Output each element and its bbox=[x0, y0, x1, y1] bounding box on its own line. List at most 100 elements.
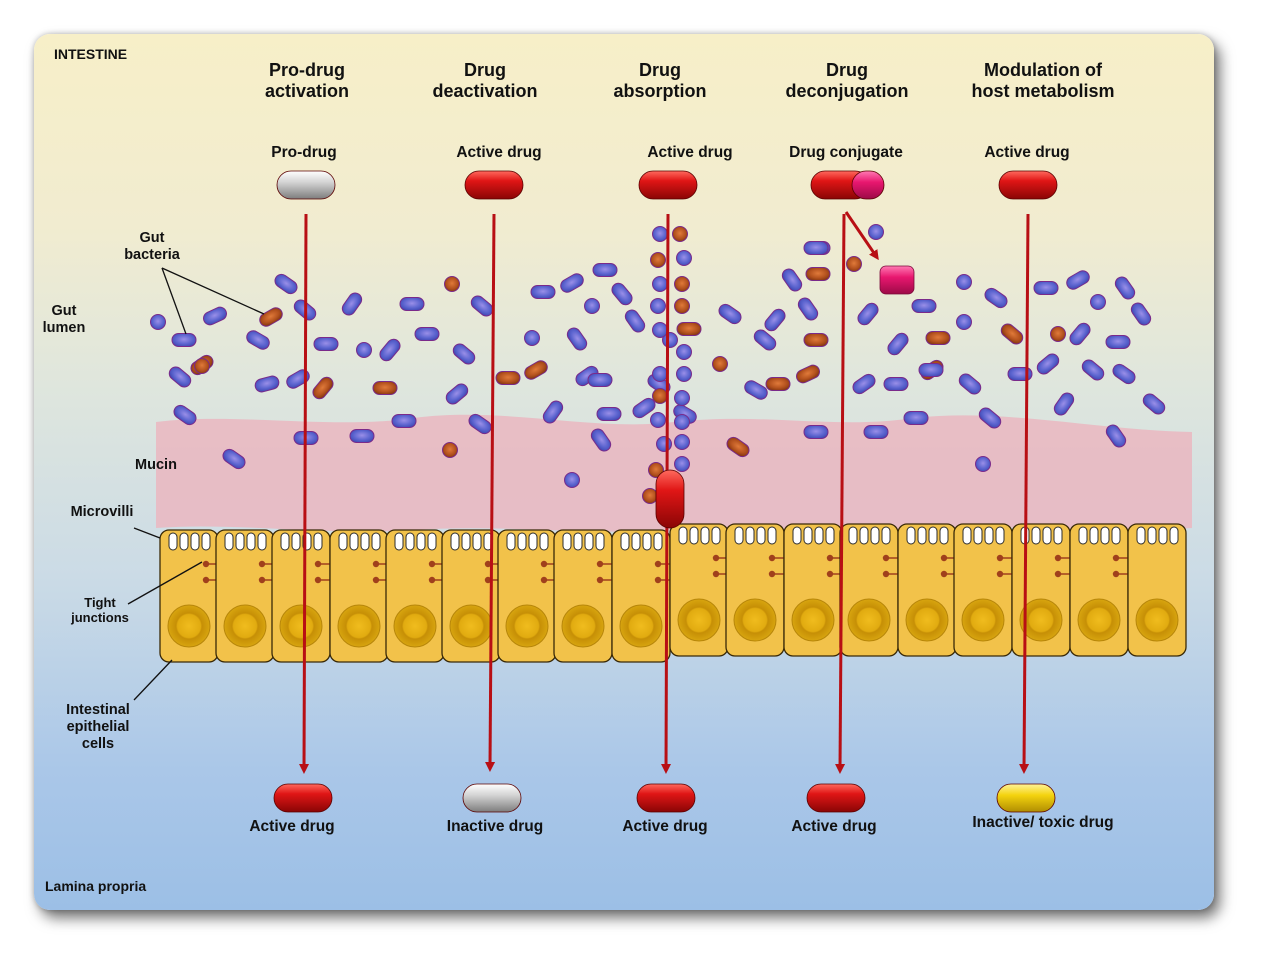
tight-junction-dot bbox=[596, 576, 604, 584]
bacterium-coccus bbox=[674, 414, 690, 430]
drug-pills-layer bbox=[273, 170, 1058, 813]
lamina-propria-label: Lamina propria bbox=[45, 878, 147, 894]
microvillus bbox=[917, 526, 927, 545]
bacterium-coccus bbox=[444, 276, 460, 292]
bacterium-rod bbox=[349, 429, 375, 443]
microvillus bbox=[620, 532, 630, 551]
bacterium-coccus bbox=[712, 356, 728, 372]
microvillus bbox=[168, 532, 178, 551]
tight-junction-dot bbox=[484, 576, 492, 584]
bacterium-coccus bbox=[442, 442, 458, 458]
gut-bacteria-label: Gut bacteria bbox=[124, 230, 180, 264]
microvillus bbox=[803, 526, 813, 545]
bacterium-rod bbox=[542, 400, 564, 424]
microvillus bbox=[1053, 526, 1063, 545]
microvillus bbox=[906, 526, 916, 545]
bacterium-rod bbox=[470, 295, 494, 317]
bacterium-coccus bbox=[975, 456, 991, 472]
microvillus bbox=[1169, 526, 1179, 545]
epithelial-cell bbox=[1127, 523, 1187, 657]
epithelial-cell bbox=[953, 523, 1028, 657]
microvillus bbox=[711, 526, 721, 545]
bacterium-rod bbox=[624, 309, 646, 333]
tight-junction-dot bbox=[996, 570, 1004, 578]
bacterium-rod bbox=[468, 413, 492, 435]
epithelial-cell bbox=[385, 529, 460, 663]
bacterium-rod bbox=[171, 333, 197, 347]
bacterium-rod bbox=[764, 308, 786, 332]
epithelial-cell bbox=[497, 529, 572, 663]
bacterium-rod bbox=[566, 327, 588, 351]
mucin-label: Mucin bbox=[135, 457, 177, 473]
microvillus bbox=[201, 532, 211, 551]
microvillus bbox=[745, 526, 755, 545]
bacterium-rod bbox=[495, 371, 521, 385]
tight-junction-dot bbox=[314, 576, 322, 584]
epithelial-cell bbox=[839, 523, 914, 657]
output-label-modulation-host-metabolism: Inactive/ toxic drug bbox=[972, 814, 1114, 831]
microvillus bbox=[962, 526, 972, 545]
bacterium-rod bbox=[341, 292, 363, 316]
drug-path-arrow bbox=[299, 213, 310, 774]
output-pill-drug-deconjugation bbox=[806, 783, 866, 813]
tight-junction-dot bbox=[258, 576, 266, 584]
microvillus bbox=[528, 532, 538, 551]
bacterium-rod bbox=[744, 380, 768, 400]
bacterium-rod bbox=[452, 343, 476, 365]
gut-lumen-label: Gut lumen bbox=[42, 303, 86, 337]
tight-junction-dot bbox=[540, 560, 548, 568]
bacterium-rod bbox=[803, 425, 829, 439]
microvillus bbox=[984, 526, 994, 545]
tight-junction-dot bbox=[826, 570, 834, 578]
gut-bacteria-layer bbox=[150, 224, 1166, 504]
microvillus bbox=[1100, 526, 1110, 545]
bacterium-rod bbox=[632, 397, 656, 419]
tight-junction-dot bbox=[654, 576, 662, 584]
microvillus bbox=[653, 532, 663, 551]
bacterium-coccus bbox=[652, 322, 668, 338]
bacterium-coccus bbox=[674, 298, 690, 314]
microvillus bbox=[246, 532, 256, 551]
tight-junction-dot bbox=[484, 560, 492, 568]
bacterium-rod bbox=[313, 337, 339, 351]
bacterium-rod bbox=[805, 267, 831, 281]
drug-path-arrow bbox=[835, 213, 846, 774]
output-pill-prodrug-activation bbox=[273, 783, 333, 813]
microvillus bbox=[1042, 526, 1052, 545]
bacterium-rod bbox=[1142, 393, 1166, 415]
microvillus bbox=[1111, 526, 1121, 545]
column-title-modulation-host-metabolism: Modulation of host metabolism bbox=[971, 60, 1115, 102]
bacterium-rod bbox=[286, 369, 310, 389]
tight-junction-dot bbox=[428, 576, 436, 584]
bacterium-rod bbox=[852, 373, 876, 395]
bacterium-rod bbox=[1066, 270, 1090, 290]
microvillus bbox=[848, 526, 858, 545]
tight-junction-dot bbox=[596, 560, 604, 568]
conjugate-release-arrow bbox=[844, 211, 879, 261]
microvillus bbox=[190, 532, 200, 551]
tight-junction-dot bbox=[540, 576, 548, 584]
column-title-prodrug-activation: Pro-drug activation bbox=[264, 60, 350, 102]
epithelial-cell-layer bbox=[159, 523, 1187, 663]
bacterium-rod bbox=[726, 436, 750, 458]
bacterium-rod bbox=[168, 366, 192, 388]
bacterium-coccus bbox=[1050, 326, 1066, 342]
epithelial-cell bbox=[159, 529, 234, 663]
epithelial-cell bbox=[669, 523, 744, 657]
microvillus bbox=[1136, 526, 1146, 545]
microvillus bbox=[427, 532, 437, 551]
bacterium-rod bbox=[1105, 424, 1127, 448]
bacterium-rod bbox=[372, 381, 398, 395]
input-pill-drug-absorption bbox=[638, 170, 698, 200]
microvillus bbox=[394, 532, 404, 551]
bacterium-coccus bbox=[676, 344, 692, 360]
bacterium-rod bbox=[246, 330, 270, 350]
bacterium-rod bbox=[524, 360, 548, 380]
bacterium-coccus bbox=[650, 298, 666, 314]
intestine-label: INTESTINE bbox=[54, 46, 128, 62]
bacterium-coccus bbox=[356, 342, 372, 358]
microvillus bbox=[756, 526, 766, 545]
bacterium-rod bbox=[259, 307, 283, 327]
bacterium-rod bbox=[857, 302, 879, 326]
bacterium-rod bbox=[203, 306, 227, 326]
